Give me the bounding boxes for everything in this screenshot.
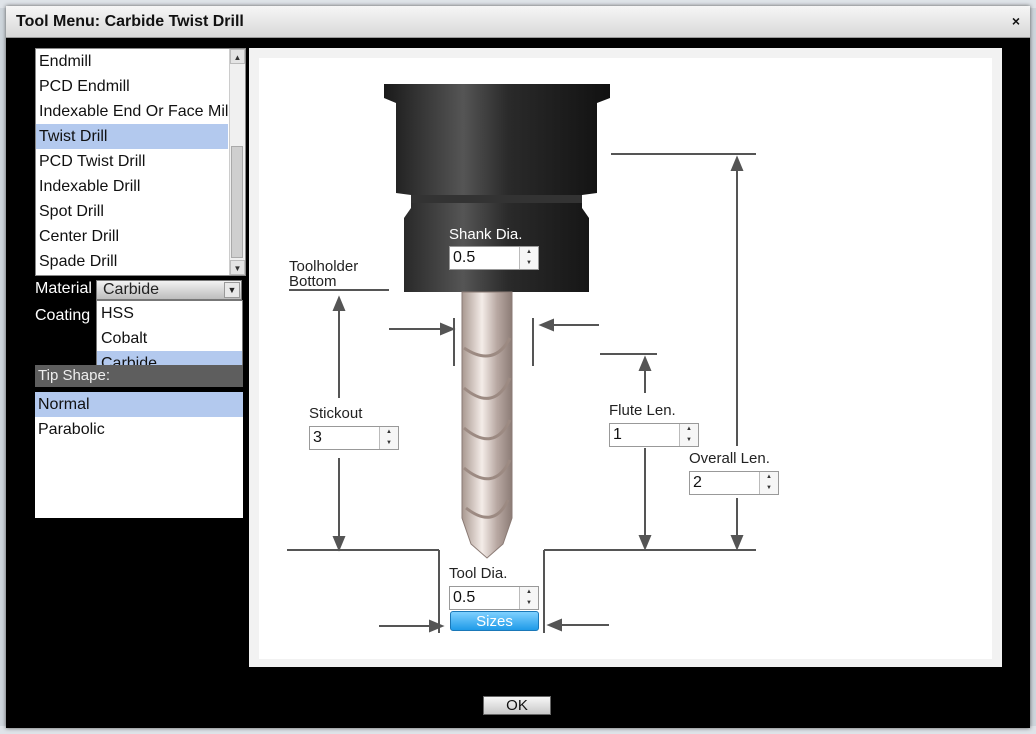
sizes-button[interactable]: Sizes xyxy=(450,611,539,631)
tool-menu-dialog: Tool Menu: Carbide Twist Drill × Endmill… xyxy=(6,6,1030,728)
flute-len-input[interactable] xyxy=(610,424,683,446)
scroll-up-icon[interactable]: ▲ xyxy=(230,49,245,64)
spin-down-icon[interactable]: ▼ xyxy=(519,258,538,269)
list-scrollbar[interactable]: ▲ ▼ xyxy=(229,49,245,275)
list-item[interactable]: PCD Twist Drill xyxy=(39,153,146,170)
material-select[interactable]: Carbide ▼ xyxy=(96,280,242,300)
stickout-label: Stickout xyxy=(309,405,363,422)
drill-bit-image xyxy=(461,291,513,559)
flute-len-label: Flute Len. xyxy=(609,402,676,419)
coating-label: Coating xyxy=(35,307,91,324)
ok-button[interactable]: OK xyxy=(483,696,551,715)
tool-dia-input[interactable] xyxy=(450,587,523,609)
background-strip-bottom xyxy=(0,726,1036,734)
tool-diagram-panel: Toolholder Bottom Shank Dia. ▲ ▼ Stickou… xyxy=(249,48,1002,667)
diagram-background xyxy=(259,58,992,659)
flute-len-stepper[interactable]: ▲ ▼ xyxy=(609,423,699,447)
dialog-title: Tool Menu: Carbide Twist Drill xyxy=(16,13,244,30)
drill-flutes xyxy=(463,337,512,519)
holder-ring xyxy=(411,195,582,203)
list-item[interactable]: Indexable Drill xyxy=(39,178,141,195)
tip-shape-list[interactable]: Normal Parabolic xyxy=(35,392,243,518)
material-option[interactable]: Cobalt xyxy=(101,330,148,347)
title-bar[interactable]: Tool Menu: Carbide Twist Drill × xyxy=(6,6,1030,38)
spin-down-icon[interactable]: ▼ xyxy=(679,435,698,446)
background-strip xyxy=(0,0,1036,8)
tip-shape-item[interactable]: Parabolic xyxy=(38,421,105,438)
toolholder-label-line2: Bottom xyxy=(289,273,337,290)
overall-len-label: Overall Len. xyxy=(689,450,770,467)
toolholder-label-line1: Toolholder xyxy=(289,258,359,275)
list-item[interactable]: Center Drill xyxy=(39,228,120,245)
list-item[interactable]: Indexable End Or Face Mill xyxy=(39,103,232,120)
shank-dia-label: Shank Dia. xyxy=(449,226,523,243)
scroll-down-icon[interactable]: ▼ xyxy=(230,260,245,275)
close-icon[interactable]: × xyxy=(1011,13,1020,29)
tip-shape-item-selected[interactable]: Normal xyxy=(35,392,243,417)
overall-len-input[interactable] xyxy=(690,472,763,494)
scroll-thumb[interactable] xyxy=(231,146,243,258)
tip-shape-header: Tip Shape: xyxy=(35,365,243,387)
toolholder-bottom-label: Toolholder Bottom xyxy=(289,259,358,289)
list-item[interactable]: PCD Endmill xyxy=(39,78,130,95)
shank-dia-input[interactable] xyxy=(450,247,523,269)
material-value: Carbide xyxy=(103,281,160,298)
list-item[interactable]: Spot Drill xyxy=(39,203,104,220)
toolholder-image xyxy=(384,84,610,292)
chevron-down-icon[interactable]: ▼ xyxy=(224,282,240,298)
spin-down-icon[interactable]: ▼ xyxy=(759,483,778,494)
list-item[interactable]: Endmill xyxy=(39,53,92,70)
list-item-selected[interactable]: Twist Drill xyxy=(36,124,228,149)
tool-type-list[interactable]: Endmill PCD Endmill Indexable End Or Fac… xyxy=(35,48,246,276)
dimension-lines xyxy=(287,153,756,633)
stickout-stepper[interactable]: ▲ ▼ xyxy=(309,426,399,450)
overall-len-stepper[interactable]: ▲ ▼ xyxy=(689,471,779,495)
spin-down-icon[interactable]: ▼ xyxy=(379,438,398,449)
stickout-input[interactable] xyxy=(310,427,383,449)
tool-diagram xyxy=(259,58,992,659)
shank-dia-stepper[interactable]: ▲ ▼ xyxy=(449,246,539,270)
material-option[interactable]: HSS xyxy=(101,305,134,322)
spin-down-icon[interactable]: ▼ xyxy=(519,598,538,609)
tool-dia-stepper[interactable]: ▲ ▼ xyxy=(449,586,539,610)
material-label: Material xyxy=(35,280,92,297)
list-item[interactable]: Spade Drill xyxy=(39,253,118,270)
tool-dia-label: Tool Dia. xyxy=(449,565,508,582)
